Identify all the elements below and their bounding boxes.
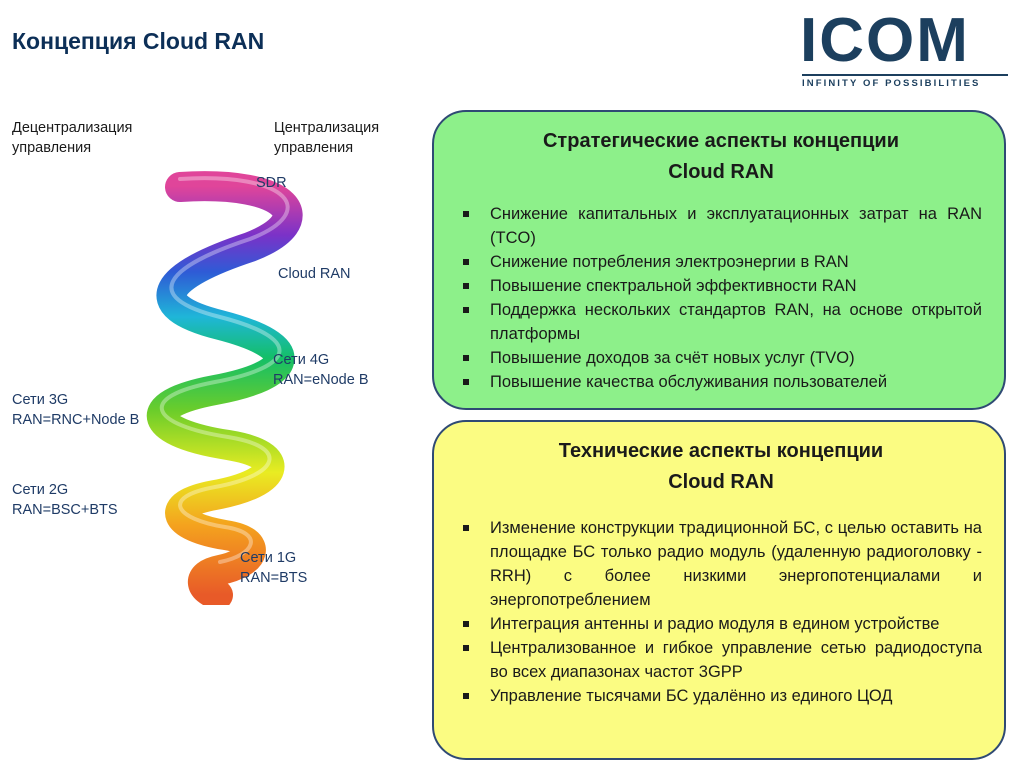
strategic-bullet-list: Снижение капитальных и эксплуатационных … xyxy=(460,202,982,394)
label-3g: Сети 3G RAN=RNC+Node B xyxy=(12,392,140,428)
logo-wordmark: ICOM xyxy=(800,6,970,75)
technical-aspects-panel: Технические аспекты концепции Cloud RAN … xyxy=(432,420,1006,760)
label-4g: Сети 4G RAN=eNode B xyxy=(273,352,369,388)
list-item: Управление тысячами БС удалённо из едино… xyxy=(460,684,982,708)
label-sdr: SDR xyxy=(256,175,287,191)
list-item: Снижение капитальных и эксплуатационных … xyxy=(460,202,982,250)
logo-rule xyxy=(802,74,1008,76)
label-2g: Сети 2G RAN=BSC+BTS xyxy=(12,482,118,518)
list-item: Повышение качества обслуживания пользова… xyxy=(460,370,982,394)
label-centralization: Централизация управления xyxy=(274,120,380,156)
icom-logo: ICOM INFINITY OF POSSIBILITIES xyxy=(796,6,1012,89)
logo-tagline: INFINITY OF POSSIBILITIES xyxy=(802,78,981,89)
label-decentralization: Децентрализация управления xyxy=(12,120,133,156)
slide-title: Концепция Cloud RAN xyxy=(12,28,265,54)
list-item: Снижение потребления электроэнергии в RA… xyxy=(460,250,982,274)
list-item: Интеграция антенны и радио модуля в един… xyxy=(460,612,982,636)
strategic-aspects-panel: Стратегические аспекты концепции Cloud R… xyxy=(432,110,1006,410)
helix-ribbon xyxy=(147,171,303,605)
label-cloud-ran: Cloud RAN xyxy=(278,266,351,282)
list-item: Поддержка нескольких стандартов RAN, на … xyxy=(460,298,982,346)
list-item: Повышение доходов за счёт новых услуг (T… xyxy=(460,346,982,370)
strategic-panel-title: Стратегические аспекты концепции Cloud R… xyxy=(542,130,899,183)
label-1g: Сети 1G RAN=BTS xyxy=(240,550,308,586)
technical-bullet-list: Изменение конструкции традиционной БС, с… xyxy=(460,516,982,708)
technical-panel-title: Технические аспекты концепции Cloud RAN xyxy=(558,440,884,493)
spectrum-helix xyxy=(147,171,303,605)
helix-highlight xyxy=(159,176,290,564)
list-item: Повышение спектральной эффективности RAN xyxy=(460,274,982,298)
list-item: Централизованное и гибкое управление сет… xyxy=(460,636,982,684)
list-item: Изменение конструкции традиционной БС, с… xyxy=(460,516,982,612)
